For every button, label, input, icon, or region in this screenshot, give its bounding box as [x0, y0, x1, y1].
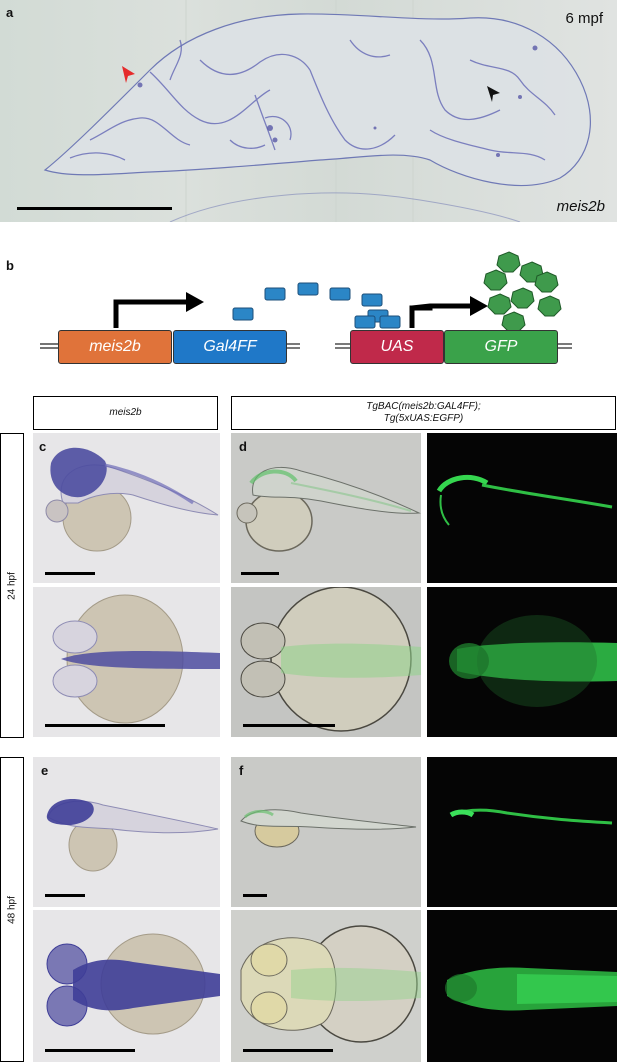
panel-f-lateral-fluorescence — [427, 757, 617, 907]
scale-bar — [17, 207, 172, 210]
uas-box: UAS — [350, 330, 444, 364]
gene-label: meis2b — [556, 198, 605, 215]
header-right-line1: TgBAC(meis2b:GAL4FF); — [366, 401, 481, 412]
panel-c-dorsal-image — [33, 587, 220, 737]
red-arrowhead-icon — [122, 66, 135, 83]
panel-f-dorsal-brightfield — [231, 910, 421, 1062]
panel-a-section-image: a 6 mpf meis2b — [0, 0, 617, 222]
scale-bar — [45, 894, 85, 897]
reporter-label: GFP — [484, 338, 518, 355]
section-micrograph — [0, 0, 617, 222]
panel-label-a: a — [6, 5, 14, 20]
panel-label-e: e — [41, 763, 49, 778]
stage-box-24hpf: 24 hpf — [0, 433, 24, 738]
panel-label-f: f — [239, 763, 244, 778]
promoter-box: meis2b — [58, 330, 172, 364]
scale-bar — [241, 572, 279, 575]
stage-label: 6 mpf — [565, 10, 603, 27]
panel-b-schematic: meis2b Gal4FF UAS GFP — [0, 230, 617, 380]
promoter-label: meis2b — [89, 338, 141, 355]
panel-d-dorsal-brightfield — [231, 587, 421, 737]
panel-d-dorsal-fluorescence — [427, 587, 617, 737]
panel-f-lateral-brightfield: f — [231, 757, 421, 907]
panel-label-c: c — [39, 439, 47, 454]
stage-box-48hpf: 48 hpf — [0, 757, 24, 1062]
reporter-box: GFP — [444, 330, 558, 364]
panel-d-lateral-fluorescence — [427, 433, 617, 583]
brain-outline — [43, 13, 591, 186]
scale-bar — [45, 1049, 135, 1052]
black-arrowhead-icon — [487, 86, 500, 102]
panel-e-dorsal-image — [33, 910, 220, 1062]
panel-f-dorsal-fluorescence — [427, 910, 617, 1062]
scale-bar — [243, 1049, 333, 1052]
scale-bar — [243, 724, 335, 727]
uas-label: UAS — [380, 338, 414, 355]
scale-bar — [45, 572, 95, 575]
panel-label-b: b — [6, 258, 14, 273]
driver-box: Gal4FF — [173, 330, 287, 364]
panel-e-lateral-image: e — [33, 757, 220, 907]
panel-label-d: d — [239, 439, 247, 454]
stage-label-24hpf: 24 hpf — [6, 571, 18, 600]
scale-bar — [45, 724, 165, 727]
scale-bar — [243, 894, 267, 897]
panel-d-lateral-brightfield: d — [231, 433, 421, 583]
header-right-line2: Tg(5xUAS:EGFP) — [383, 413, 464, 424]
stage-label-48hpf: 48 hpf — [6, 895, 18, 924]
header-left-label: meis2b — [109, 407, 142, 418]
panel-c-lateral-image: c — [33, 433, 220, 583]
header-left: meis2b — [33, 396, 218, 430]
header-right: TgBAC(meis2b:GAL4FF); Tg(5xUAS:EGFP) — [231, 396, 616, 430]
driver-label: Gal4FF — [203, 338, 257, 355]
